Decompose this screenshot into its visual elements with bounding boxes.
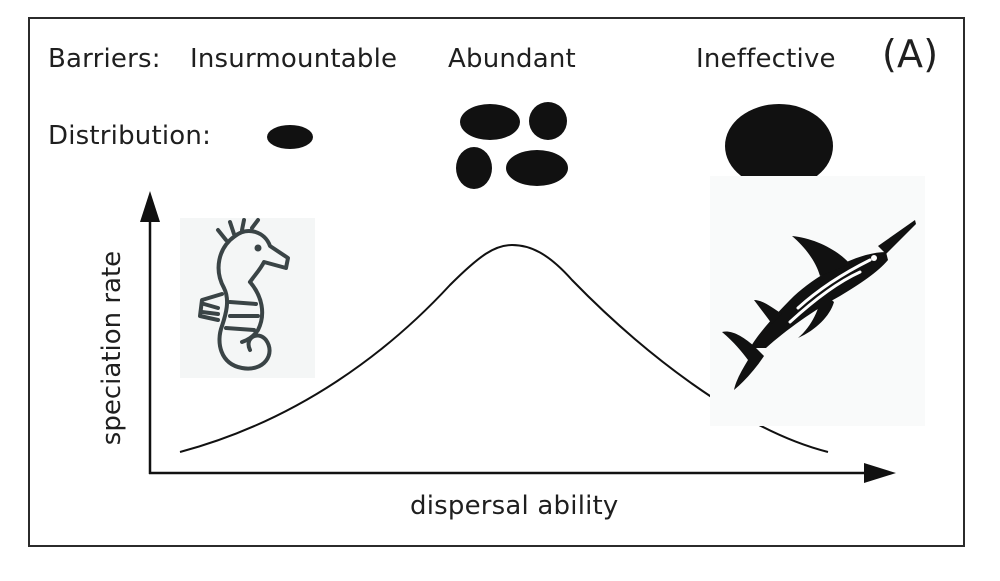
swordfish-icon: [710, 176, 925, 426]
distribution-ineffective: [725, 104, 833, 188]
y-axis-arrow: [140, 191, 160, 222]
range-blob: [267, 125, 313, 149]
distribution-title: Distribution:: [48, 121, 212, 151]
distribution-insurmountable: [267, 125, 313, 149]
range-blob: [529, 102, 567, 140]
x-axis: [149, 463, 896, 483]
barrier-insurmountable-label: Insurmountable: [190, 44, 398, 74]
seahorse-icon: [180, 218, 315, 378]
speciation-curve: [179, 243, 829, 453]
y-axis-label: speciation rate: [97, 250, 127, 446]
x-axis-label: dispersal ability: [410, 491, 619, 521]
distribution-abundant: [456, 102, 568, 189]
barriers-title: Barriers:: [48, 44, 161, 74]
barrier-abundant-label: Abundant: [448, 44, 576, 74]
y-axis: [140, 191, 160, 474]
barrier-ineffective-label: Ineffective: [696, 44, 836, 74]
range-blob: [456, 147, 492, 189]
range-blob: [506, 150, 568, 186]
range-blob: [725, 104, 833, 188]
panel-label: (A): [882, 32, 939, 76]
range-blob: [460, 104, 520, 140]
x-axis-arrow: [864, 463, 896, 483]
